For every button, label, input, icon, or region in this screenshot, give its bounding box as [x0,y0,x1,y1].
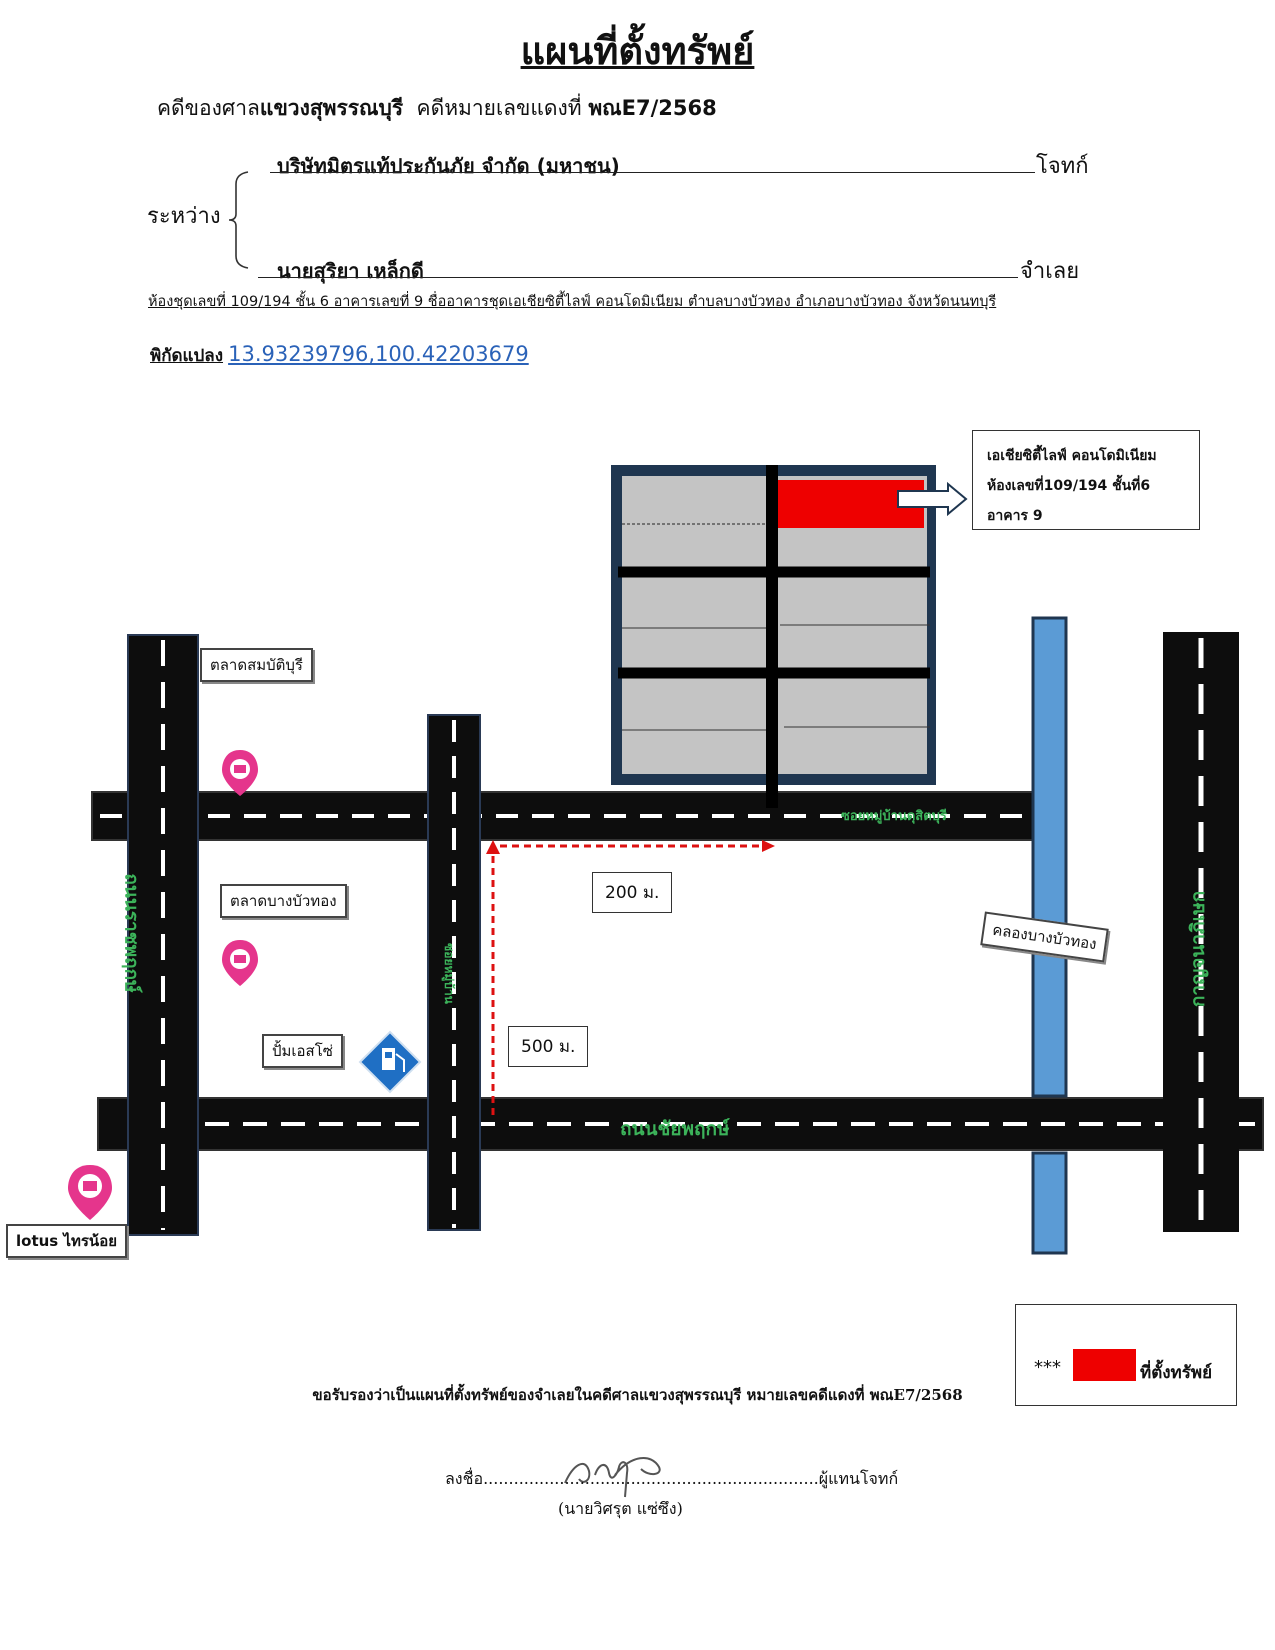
signer-name: (นายวิศรุต แซ่ซึง) [558,1499,683,1518]
canal-lower [1031,1151,1068,1255]
case-number-label: คดีหมายเลขแดงที่ [416,96,582,120]
plaintiff-role: โจทก์ [1036,154,1089,179]
callout-line-3: อาคาร 9 [987,508,1043,524]
legend-stars: *** [1034,1357,1061,1378]
certification-text: ขอรับรองว่าเป็นแผนที่ตั้งทรัพย์ของจำเลยใ… [312,1386,963,1404]
coordinate-link[interactable]: 13.93239796,100.42203679 [228,342,529,366]
location-map: ซอยหมู่บ้านดุสิตบุรี ถนนชัยพฤกษ์ ถนนราชพ… [0,380,1275,1280]
market-sombat-label: ตลาดสมบัติบุรี [200,648,313,682]
distance-500-label: 500 ม. [508,1026,589,1067]
map-pin-icon [222,940,258,986]
market-bangbuathong-label: ตลาดบางบัวทอง [220,884,347,918]
page-title: แผนที่ตั้งทรัพย์ [520,28,755,73]
legend-swatch [1073,1349,1136,1381]
canal-upper [1031,616,1068,1098]
property-callout: เอเชียซิตี้ไลฟ์ คอนโดมิเนียม ห้องเลขที่1… [972,430,1200,530]
condo-building [611,465,936,808]
unit-address: ห้องชุดเลขที่ 109/194 ชั้น 6 อาคารเลขที่… [148,294,997,310]
gas-station-icon [358,1030,422,1094]
signature-image [564,1457,661,1498]
coordinate-row: พิกัดแปลง 13.93239796,100.42203679 [150,342,529,369]
soi-village-label: ซอยหมู่บ้านดุสิตบุรี [841,809,947,824]
case-number: พณE7/2568 [588,96,717,120]
route-arrow-up [486,840,500,854]
court-name: แขวงสุพรรณบุรี [259,96,404,120]
brace-icon [228,171,249,269]
plaintiff-name: บริษัทมิตรแท้ประกันภัย จำกัด (มหาชน) [277,154,620,178]
case-line: คดีของศาลแขวงสุพรรณบุรี คดีหมายเลขแดงที่… [157,92,717,125]
plaintiff-underline [270,172,1035,173]
defendant-underline [258,277,1018,278]
route-arrow-right [762,840,775,852]
between-label: ระหว่าง [147,204,221,229]
distance-200-label: 200 ม. [592,872,673,913]
callout-line-1: เอเชียซิตี้ไลฟ์ คอนโดมิเนียม [987,448,1157,464]
arrow-right-icon [897,481,968,517]
soi-side-label: ซอยหมู่บ้าน [441,943,456,1004]
map-pin-icon [68,1165,112,1220]
lotus-label: lotus ไทรน้อย [6,1224,127,1258]
case-prefix: คดีของศาล [157,96,260,120]
chaiyaphruek-label: ถนนชัยพฤกษ์ [620,1118,730,1140]
callout-line-2: ห้องเลขที่109/194 ชั้นที่6 [987,478,1151,494]
defendant-role: จำเลย [1020,259,1080,284]
map-legend: *** ที่ตั้งทรัพย์ [1015,1304,1237,1406]
sign-prefix: ลงชื่อ..................................… [445,1469,819,1488]
gas-station-label: ปั้มเอสโซ่ [262,1034,343,1068]
sign-role: ผู้แทนโจทก์ [818,1469,899,1488]
signature-line: ลงชื่อ..................................… [445,1467,898,1492]
ratchaphruek-label: ถนนราชพฤกษ์ [120,873,143,993]
coordinate-label: พิกัดแปลง [150,346,224,366]
defendant-name: นายสุริยา เหล็กดี [277,259,424,283]
map-pin-icon [222,750,258,796]
legend-label: ที่ตั้งทรัพย์ [1140,1363,1213,1383]
map-canvas [68,465,1264,1255]
kanchana-label: กาญจนาภิเษก [1187,890,1210,1008]
